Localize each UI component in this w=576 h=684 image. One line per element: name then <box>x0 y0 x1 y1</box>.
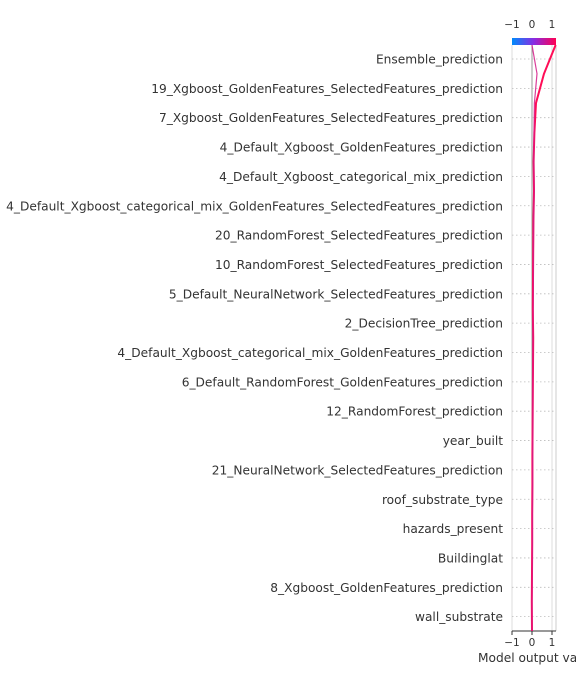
x-tick-label-top: 1 <box>549 19 556 31</box>
feature-label: 4_Default_Xgboost_categorical_mix_Golden… <box>117 346 503 360</box>
feature-label: Ensemble_prediction <box>376 53 503 67</box>
axis-layer: −1 −1 0 0 1 1 <box>504 19 556 649</box>
feature-label: Buildinglat <box>438 551 503 565</box>
feature-label: 4_Default_Xgboost_categorical_mix_predic… <box>219 170 503 184</box>
feature-label: wall_substrate <box>415 610 503 624</box>
feature-label: year_built <box>443 434 504 448</box>
x-tick-label-bottom: 0 <box>529 637 536 649</box>
feature-label: 6_Default_RandomForest_GoldenFeatures_pr… <box>182 375 503 389</box>
x-tick-label-bottom: −1 <box>504 637 519 649</box>
feature-label: roof_substrate_type <box>382 493 503 507</box>
feature-label: 20_RandomForest_SelectedFeatures_predict… <box>215 229 503 243</box>
decision-lines <box>530 44 557 632</box>
feature-label: 7_Xgboost_GoldenFeatures_SelectedFeature… <box>159 111 503 125</box>
feature-label: 4_Default_Xgboost_GoldenFeatures_predict… <box>220 141 503 155</box>
feature-label: 2_DecisionTree_prediction <box>345 317 503 331</box>
feature-label: 12_RandomForest_prediction <box>326 405 503 419</box>
feature-label: 8_Xgboost_GoldenFeatures_prediction <box>270 581 503 595</box>
feature-label: 4_Default_Xgboost_categorical_mix_Golden… <box>6 199 503 213</box>
x-tick-label-bottom: 1 <box>549 637 556 649</box>
feature-label: 19_Xgboost_GoldenFeatures_SelectedFeatur… <box>151 82 503 96</box>
feature-label: hazards_present <box>403 522 504 536</box>
colorbar <box>512 38 556 45</box>
feature-label: 10_RandomForest_SelectedFeatures_predict… <box>215 258 503 272</box>
feature-labels: Ensemble_prediction 19_Xgboost_GoldenFeat… <box>6 53 503 625</box>
colorbar-gradient <box>512 38 556 45</box>
grid-layer <box>511 45 557 631</box>
decision-line-1 <box>531 44 538 631</box>
x-tick-label-top: 0 <box>529 19 536 31</box>
feature-label: 21_NeuralNetwork_SelectedFeatures_predic… <box>212 463 503 477</box>
feature-label: 5_Default_NeuralNetwork_SelectedFeatures… <box>169 287 503 301</box>
x-axis-label: Model output value <box>478 651 576 665</box>
x-tick-label-top: −1 <box>504 19 519 31</box>
